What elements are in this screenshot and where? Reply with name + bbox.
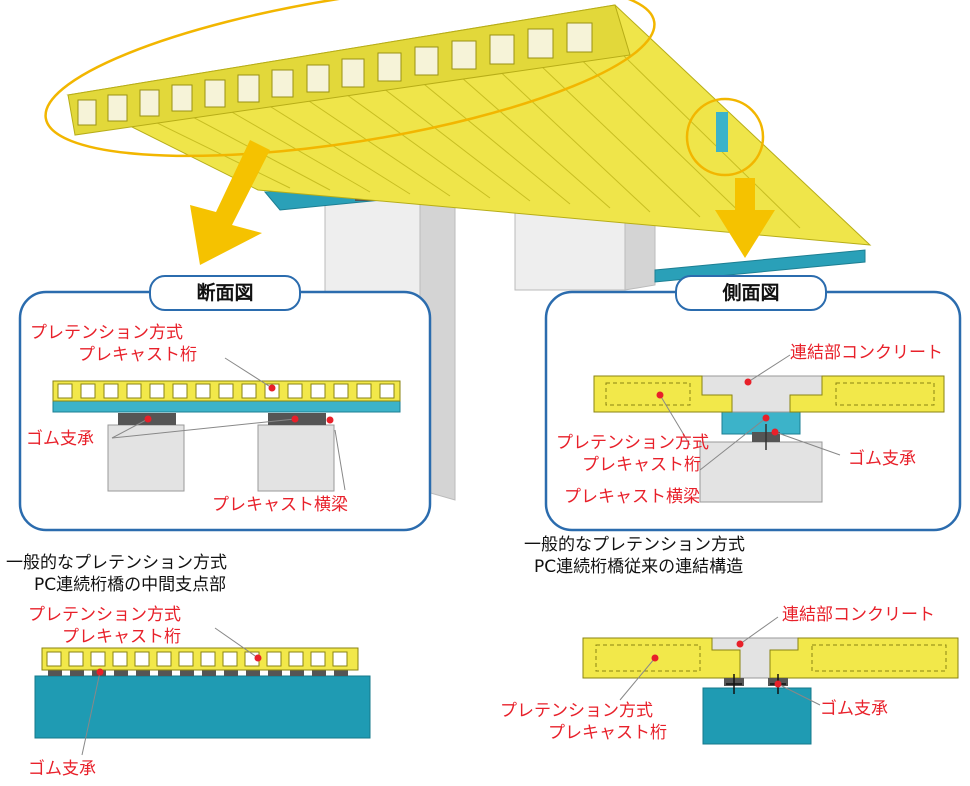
sv-crossbeam-label: プレキャスト横梁: [564, 487, 700, 507]
cl-caption-line1: 一般的なプレテンション方式: [6, 553, 227, 573]
side-view-title: 側面図: [722, 282, 780, 304]
cr-leaders: [619, 616, 821, 706]
sv-girder-right-dash: [835, 382, 935, 406]
cl-girder-label-line1: プレテンション方式: [28, 605, 181, 625]
cs-girder-label-line1: プレテンション方式: [30, 323, 183, 343]
sv-bearing-label: ゴム支承: [848, 449, 916, 469]
sv-girder-label-line1: プレテンション方式: [556, 433, 709, 453]
cr-girder-label-line1: プレテンション方式: [500, 701, 653, 721]
down-arrow-icon: [715, 178, 775, 258]
cr-girder-right-dash: [811, 644, 947, 672]
cl-girder-cells: [46, 651, 348, 667]
cl-bearings: [48, 670, 348, 676]
cl-leaders: [81, 627, 259, 756]
cs-girder-cells: [57, 383, 395, 399]
cs-leaders: [111, 357, 346, 491]
cr-caption-line2: PC連続桁橋従来の連結構造: [534, 557, 744, 577]
cl-bearing-label: ゴム支承: [28, 759, 96, 779]
crossbeam-3d-right: [654, 249, 866, 283]
cl-marker-dots: [96, 654, 262, 676]
cr-marker-dots: [651, 640, 782, 688]
cr-girder-right: [769, 637, 959, 679]
cr-girder-left: [582, 637, 741, 679]
cl-pier: [34, 675, 371, 739]
sv-joint-label: 連結部コンクリート: [790, 343, 943, 363]
conventional-right-diagram: [582, 616, 959, 745]
conventional-left-diagram: [34, 627, 371, 756]
cr-joint-label: 連結部コンクリート: [782, 605, 935, 625]
cross-section-panel: [18, 275, 432, 532]
sv-crossbeam: [721, 411, 801, 435]
cr-girder-left-dash: [595, 644, 701, 672]
cr-pier: [702, 687, 812, 745]
down-right-arrow-icon: [190, 140, 270, 265]
sv-girder-left-dash: [605, 382, 691, 406]
cs-girder-label-line2: プレキャスト桁: [78, 345, 197, 365]
cs-pier-right: [257, 424, 335, 492]
cr-caption-line1: 一般的なプレテンション方式: [524, 535, 745, 555]
cs-bearing-label: ゴム支承: [26, 429, 94, 449]
cr-bearing-label: ゴム支承: [820, 699, 888, 719]
sv-marker-dots: [656, 378, 779, 436]
cs-crossbeam-label: プレキャスト横梁: [212, 495, 348, 515]
cross-section-title: 断面図: [196, 282, 254, 304]
side-view-panel: [544, 275, 962, 532]
sv-pier: [699, 441, 823, 503]
cr-girder-label-line2: プレキャスト桁: [548, 723, 667, 743]
cl-caption-line2: PC連続桁橋の中間支点部: [34, 575, 227, 595]
cr-anchors: [726, 674, 786, 694]
cross-section-title-box: [149, 275, 301, 311]
girder-cells-3d: [77, 22, 593, 126]
cs-marker-dots: [144, 384, 334, 424]
cross-section-callout: [44, 0, 656, 158]
cs-pier-left: [107, 424, 185, 492]
cs-crossbeam: [52, 399, 401, 413]
sv-girder-label-line2: プレキャスト桁: [582, 455, 701, 475]
sv-girder-right: [789, 375, 945, 413]
sv-leaders: [659, 354, 841, 471]
cl-girder-label-line2: プレキャスト桁: [62, 627, 181, 647]
side-view-title-box: [675, 275, 827, 311]
bridge-3d-view: [44, 0, 872, 501]
side-view-callout: [685, 97, 765, 177]
deck-joint: [716, 112, 728, 152]
